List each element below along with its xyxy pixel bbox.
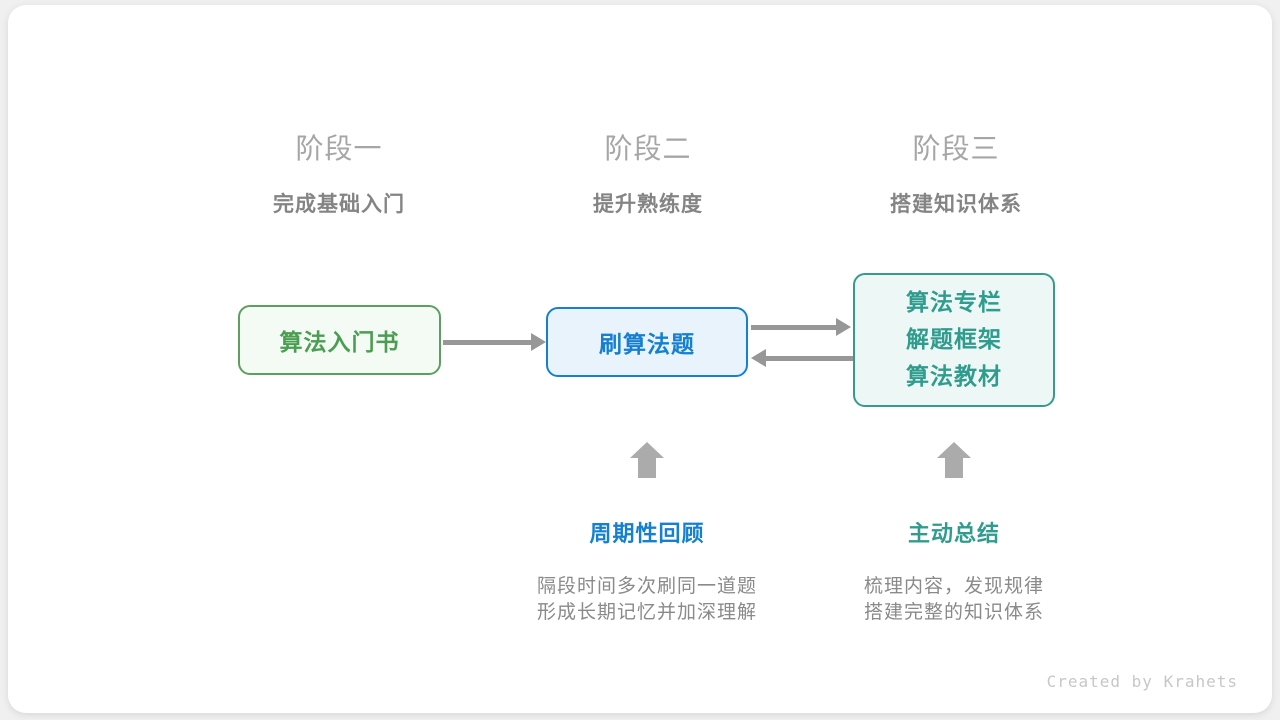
stage-3-header: 阶段三 搭建知识体系	[826, 127, 1086, 218]
stage-1-header: 阶段一 完成基础入门	[209, 127, 469, 218]
practice-box: 刷算法题	[546, 307, 748, 377]
arrow-head	[751, 349, 766, 367]
knowledge-box: 算法专栏 解题框架 算法教材	[853, 273, 1055, 407]
active-summary-description: 梳理内容，发现规律 搭建完整的知识体系	[804, 573, 1104, 625]
knowledge-line-2: 解题框架	[906, 326, 1002, 353]
stage-2-header: 阶段二 提升熟练度	[518, 127, 778, 218]
arrow-right-icon	[751, 318, 851, 336]
arrow-head	[937, 442, 971, 458]
diagram-card: 阶段一 完成基础入门 阶段二 提升熟练度 阶段三 搭建知识体系 算法入门书 刷算…	[8, 5, 1272, 713]
practice-label: 刷算法题	[599, 332, 695, 358]
description-line: 形成长期记忆并加深理解	[536, 601, 757, 623]
arrow-shaft	[443, 340, 533, 345]
credit-text: Created by Krahets	[1046, 672, 1238, 691]
stage-1-number: 阶段一	[295, 132, 383, 165]
arrow-left-icon	[751, 349, 853, 367]
active-summary-annotation: 主动总结 梳理内容，发现规律 搭建完整的知识体系	[804, 516, 1104, 625]
arrow-up-icon	[630, 442, 664, 478]
active-summary-title: 主动总结	[907, 522, 1000, 547]
description-line: 隔段时间多次刷同一道题	[536, 575, 757, 597]
intro-book-label: 算法入门书	[279, 330, 400, 356]
arrow-right-icon	[443, 333, 546, 351]
periodic-review-description: 隔段时间多次刷同一道题 形成长期记忆并加深理解	[497, 573, 797, 625]
stage-2-subtitle: 提升熟练度	[593, 192, 703, 216]
description-line: 梳理内容，发现规律	[863, 575, 1044, 597]
arrow-head	[836, 318, 851, 336]
arrow-stem	[945, 458, 963, 478]
stage-1-subtitle: 完成基础入门	[273, 192, 405, 216]
arrow-up-icon	[937, 442, 971, 478]
periodic-review-title: 周期性回顾	[589, 522, 705, 547]
arrow-head	[630, 442, 664, 458]
stage-3-subtitle: 搭建知识体系	[890, 192, 1022, 216]
periodic-review-annotation: 周期性回顾 隔段时间多次刷同一道题 形成长期记忆并加深理解	[497, 516, 797, 625]
stage-3-number: 阶段三	[912, 132, 1000, 165]
intro-book-box: 算法入门书	[238, 305, 441, 375]
arrow-head	[531, 333, 546, 351]
arrow-shaft	[751, 325, 838, 330]
arrow-shaft	[764, 356, 853, 361]
description-line: 搭建完整的知识体系	[863, 601, 1044, 623]
stage-2-number: 阶段二	[604, 132, 692, 165]
knowledge-line-3: 算法教材	[906, 363, 1002, 390]
arrow-stem	[638, 458, 656, 478]
knowledge-line-1: 算法专栏	[906, 289, 1002, 316]
